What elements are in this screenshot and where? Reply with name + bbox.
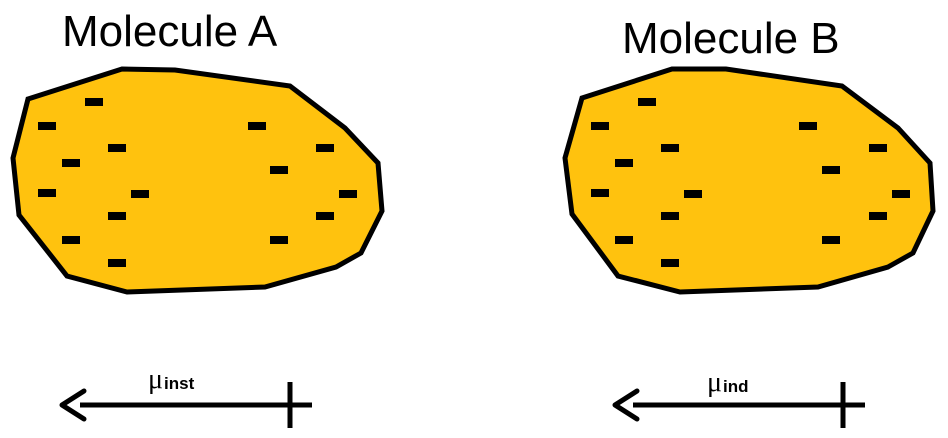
negative-charge-icon <box>108 212 126 220</box>
arrow-left-icon <box>612 388 640 422</box>
molecule-b-charges <box>591 98 910 267</box>
dipole-subscript-a: inst <box>164 374 195 393</box>
molecule-a <box>10 66 385 295</box>
negative-charge-icon <box>661 259 679 267</box>
molecule-a-body <box>10 66 385 295</box>
negative-charge-icon <box>62 236 80 244</box>
negative-charge-icon <box>270 166 288 174</box>
negative-charge-icon <box>316 212 334 220</box>
dipole-arrow-a: μinst <box>59 364 312 428</box>
negative-charge-icon <box>892 190 910 198</box>
negative-charge-icon <box>248 122 266 130</box>
molecule-b-title: Molecule B <box>622 14 840 63</box>
molecule-a-title: Molecule A <box>62 7 278 56</box>
negative-charge-icon <box>661 144 679 152</box>
dipole-subscript-b: ind <box>723 377 749 396</box>
molecule-b-body <box>562 66 936 295</box>
negative-charge-icon <box>822 166 840 174</box>
negative-charge-icon <box>591 122 609 130</box>
negative-charge-icon <box>661 212 679 220</box>
negative-charge-icon <box>316 144 334 152</box>
negative-charge-icon <box>638 98 656 106</box>
negative-charge-icon <box>869 144 887 152</box>
negative-charge-icon <box>615 236 633 244</box>
negative-charge-icon <box>339 190 357 198</box>
negative-charge-icon <box>615 159 633 167</box>
negative-charge-icon <box>85 98 103 106</box>
negative-charge-icon <box>131 190 149 198</box>
dipole-symbol-b: μ <box>707 367 722 398</box>
dipole-symbol-a: μ <box>148 364 163 395</box>
negative-charge-icon <box>38 189 56 197</box>
molecule-a-charges <box>38 98 357 267</box>
negative-charge-icon <box>108 144 126 152</box>
negative-charge-icon <box>591 189 609 197</box>
negative-charge-icon <box>270 236 288 244</box>
negative-charge-icon <box>684 190 702 198</box>
negative-charge-icon <box>822 236 840 244</box>
molecule-b <box>562 66 936 295</box>
dipole-label-a: μinst <box>148 364 195 395</box>
negative-charge-icon <box>38 122 56 130</box>
negative-charge-icon <box>108 259 126 267</box>
negative-charge-icon <box>62 159 80 167</box>
negative-charge-icon <box>799 122 817 130</box>
negative-charge-icon <box>869 212 887 220</box>
arrow-left-icon <box>59 388 87 422</box>
dipole-arrow-b: μind <box>612 367 865 428</box>
dipole-label-b: μind <box>707 367 749 398</box>
